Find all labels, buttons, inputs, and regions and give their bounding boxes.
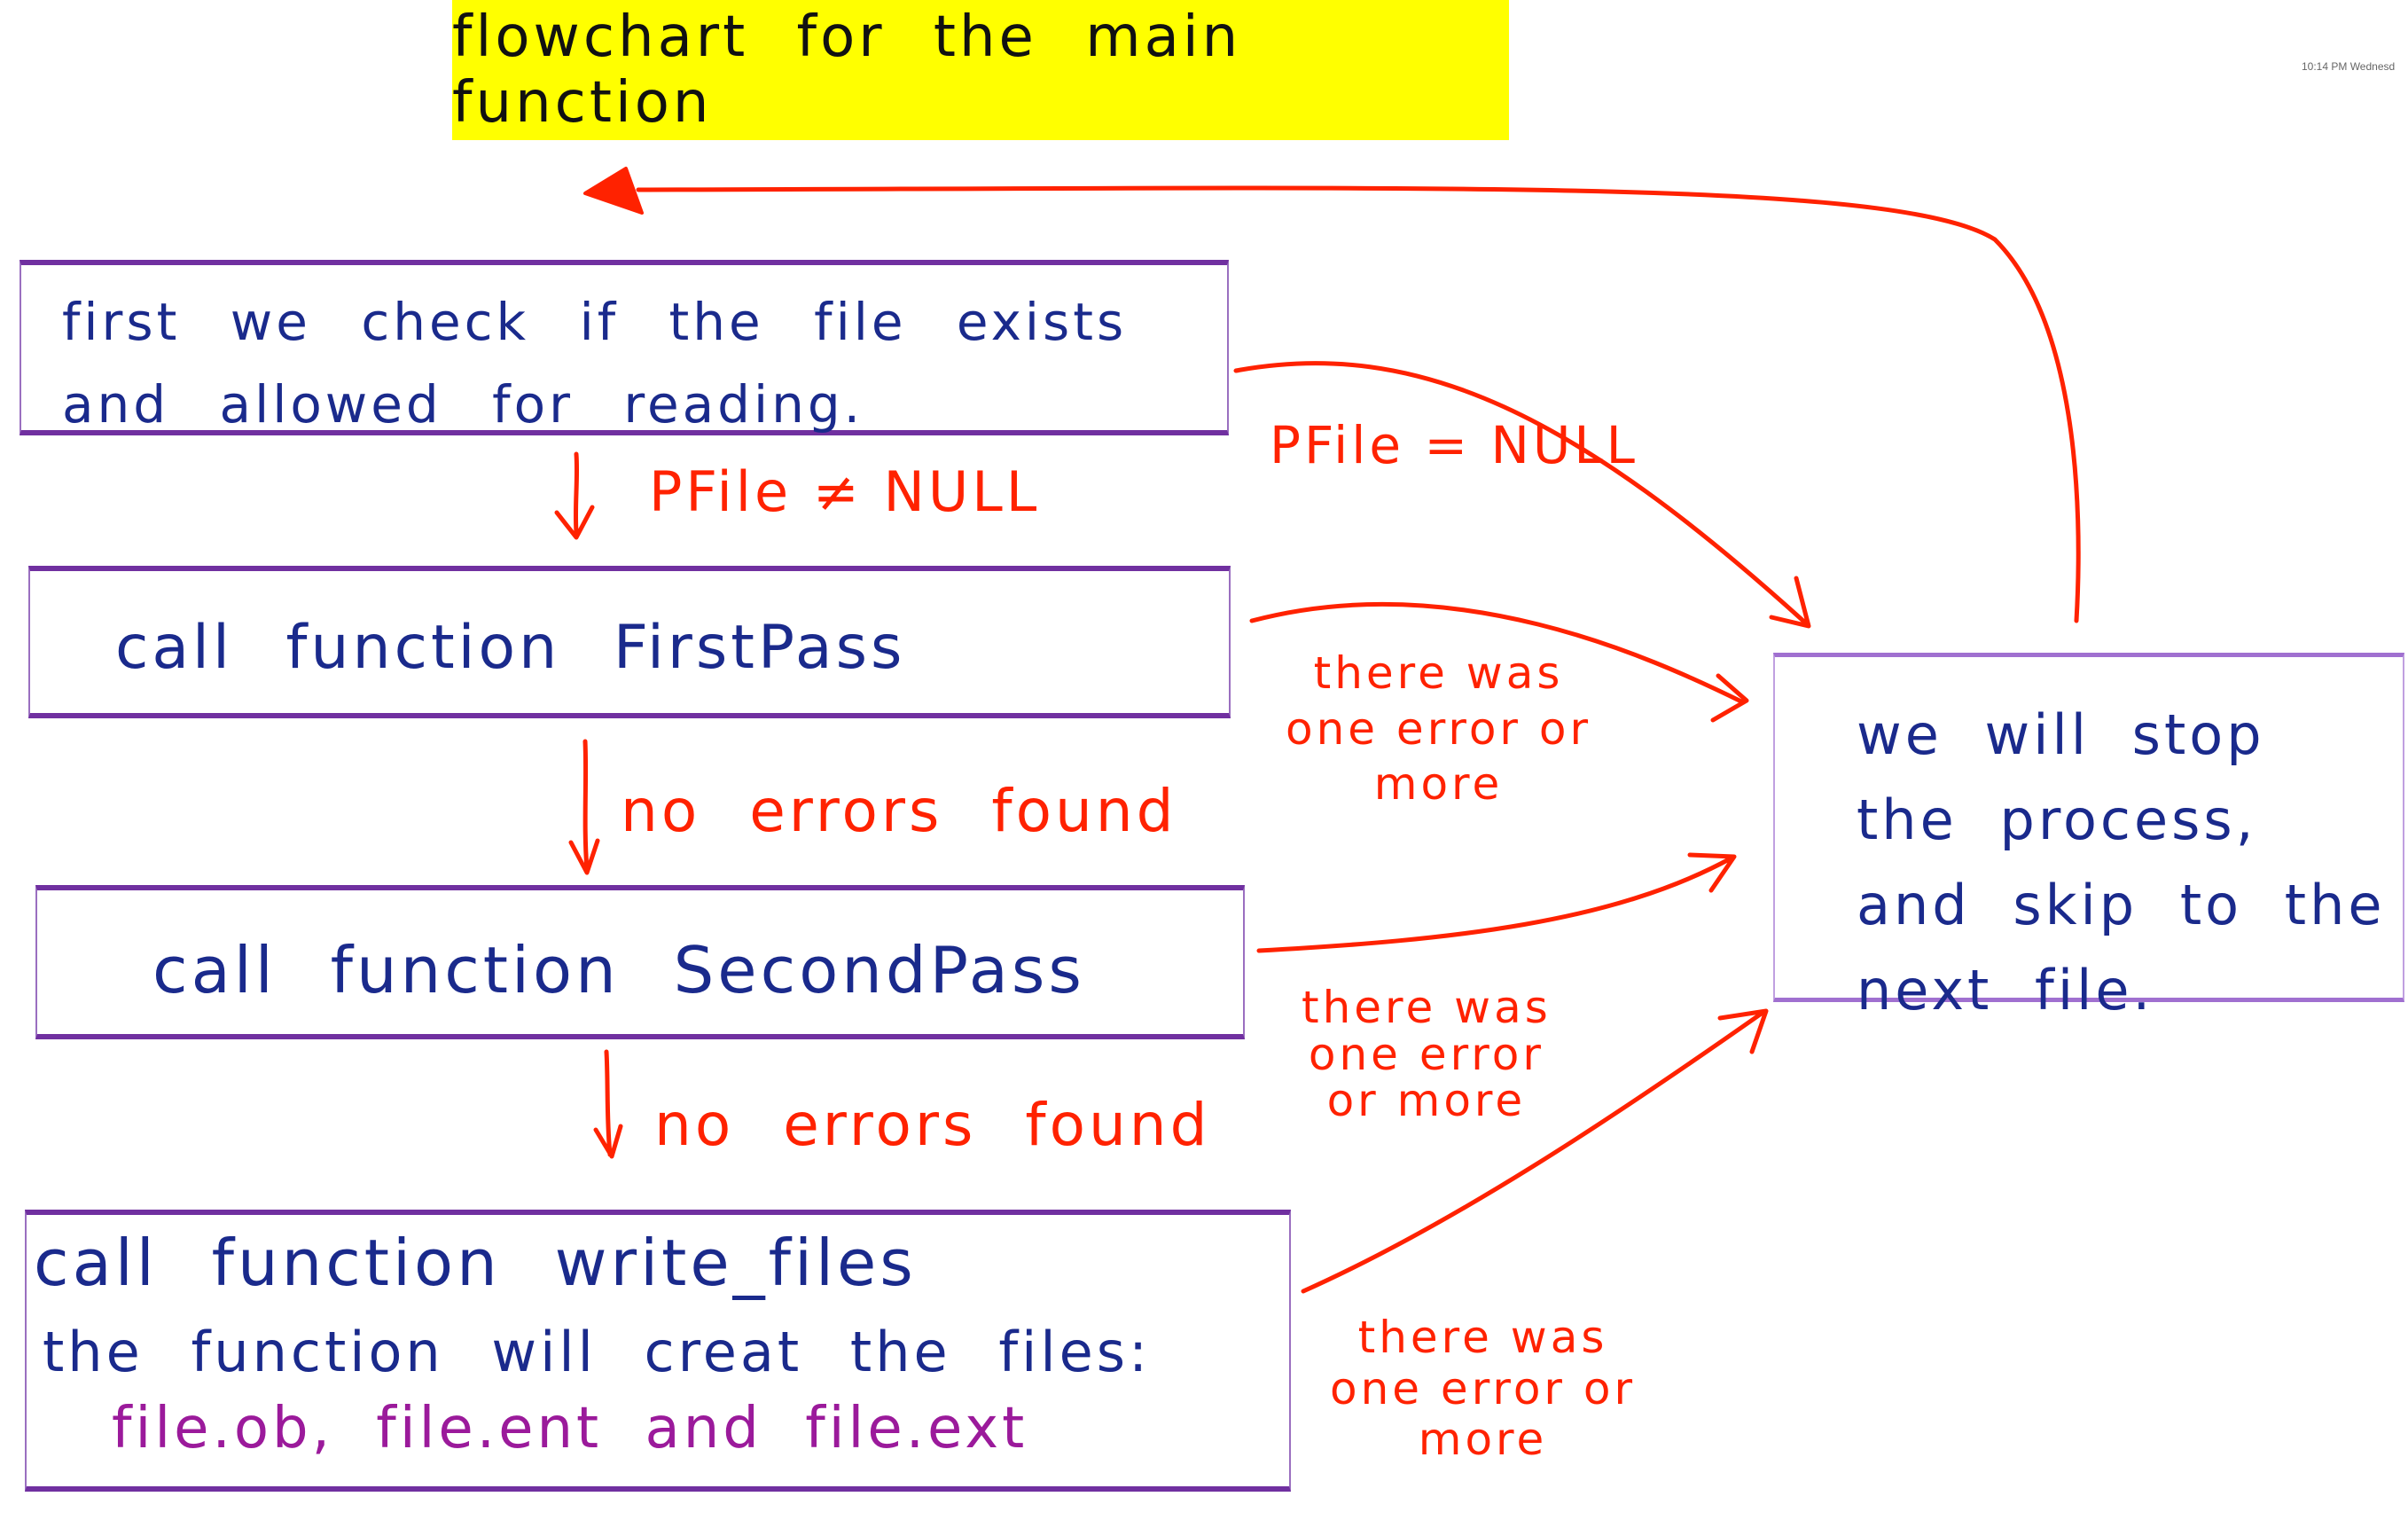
loop-arrowhead — [583, 167, 644, 215]
second-pass-box: call function SecondPass — [35, 885, 1245, 1039]
title-banner: flowchart for the main function — [452, 0, 1509, 140]
error-label-1: there was one error or more — [1286, 647, 1592, 810]
error-arrow-2 — [1256, 852, 1737, 953]
output-files-text: file.ob, file.ent and file.ext — [112, 1396, 1028, 1461]
down-arrow-1 — [554, 451, 595, 540]
no-errors-label-2: no errors found — [654, 1091, 1211, 1159]
write-files-call-text: call function write_files — [34, 1226, 917, 1300]
second-pass-text: call function SecondPass — [152, 933, 1085, 1007]
error-label-3: there was one error or more — [1330, 1312, 1637, 1465]
write-files-box: call function write_files the function w… — [25, 1210, 1291, 1492]
stop-process-text: we will stop the process, and skip to th… — [1857, 702, 2386, 1023]
first-pass-text: call function FirstPass — [115, 613, 906, 683]
stop-process-box: we will stop the process, and skip to th… — [1773, 653, 2404, 1022]
diagram-title: flowchart for the main function — [452, 4, 1242, 136]
check-file-box: first we check if the file exists and al… — [20, 260, 1229, 435]
down-arrow-2 — [568, 739, 600, 875]
error-label-2: there was one error or more — [1302, 982, 1552, 1126]
write-files-desc-text: the function will creat the files: — [43, 1320, 1151, 1384]
pfile-not-null-label: PFile ≠ NULL — [649, 459, 1041, 524]
pfile-null-label: PFile = NULL — [1270, 415, 1638, 475]
null-arrow — [1233, 361, 1811, 629]
no-errors-label-1: no errors found — [621, 777, 1177, 845]
first-pass-box: call function FirstPass — [28, 566, 1231, 718]
timestamp: 10:14 PM Wednesd — [2302, 60, 2396, 73]
check-file-text: first we check if the file exists and al… — [62, 292, 1128, 435]
down-arrow-3 — [593, 1049, 623, 1159]
